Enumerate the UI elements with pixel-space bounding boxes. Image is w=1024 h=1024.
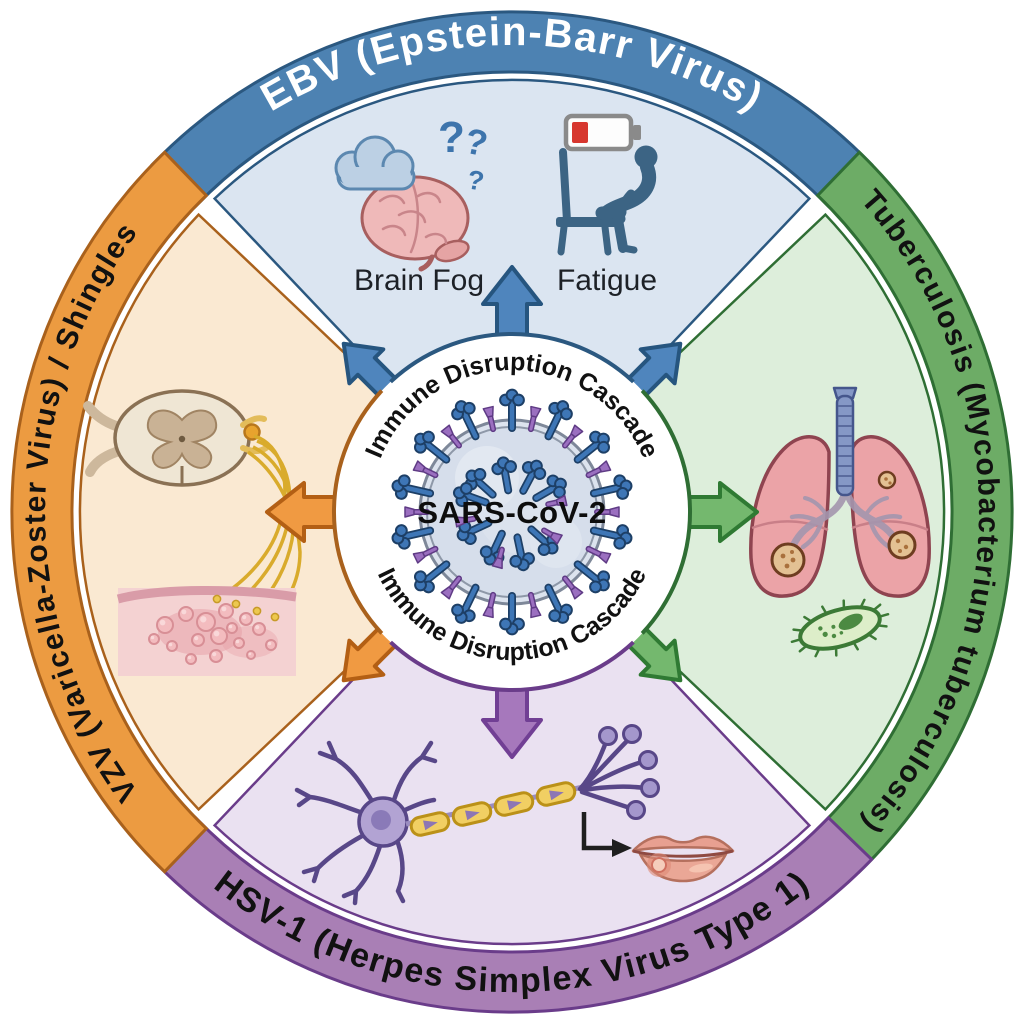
coronavirus-icon: SARS-CoV-2: [391, 388, 633, 636]
mycobacterium-icon: [790, 598, 890, 658]
svg-text:?: ?: [465, 164, 486, 196]
axon-terminals: [577, 724, 660, 820]
slumped-person-chair-icon: [556, 145, 658, 256]
spinal-cord-ganglion-icon: [83, 389, 269, 487]
question-marks-icon: ? ? ?: [438, 113, 491, 197]
bronchi: [787, 488, 905, 554]
skin-rash-icon: [116, 586, 297, 676]
trachea: [832, 386, 858, 497]
fatigue-icon: Fatigue: [556, 113, 658, 297]
cold-sore: [651, 857, 667, 873]
quadrant-left-band: [10, 150, 209, 874]
brain-fog-icon: ? ? ? Brain Fog: [334, 113, 491, 297]
hsv1-illustration: [294, 724, 735, 906]
fatigue-label: Fatigue: [557, 264, 657, 297]
elbow-arrow-icon: [581, 812, 632, 857]
neuron-myelinated-axon-icon: [294, 724, 660, 906]
granulomas: [770, 470, 917, 578]
virus-label: SARS-CoV-2: [417, 495, 606, 530]
brain-fog-label: Brain Fog: [354, 264, 484, 297]
brain-icon: [360, 175, 470, 272]
lips-cold-sore-icon: [631, 835, 735, 883]
cloud-icon: [334, 135, 416, 191]
shingles-illustration: [83, 389, 302, 676]
myelin-sheath-segments: [409, 781, 577, 837]
svg-text:?: ?: [438, 113, 465, 162]
cascade-ring-edges: [332, 332, 692, 692]
lungs-with-granulomas-icon: [749, 386, 931, 658]
low-battery-icon: [563, 113, 641, 152]
spike-proteins: [391, 388, 633, 636]
